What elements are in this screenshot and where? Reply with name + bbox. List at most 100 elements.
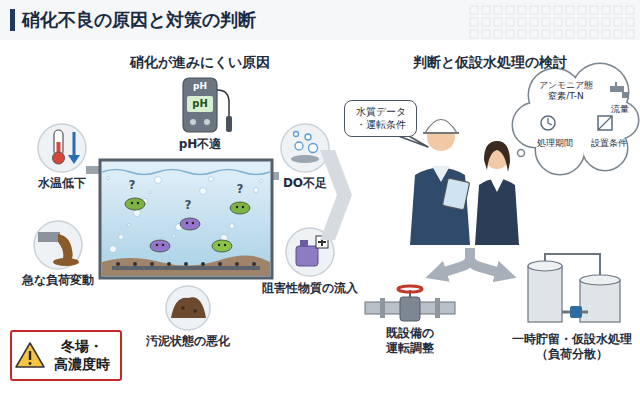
sludge-flow — [58, 234, 73, 262]
grid-decoration — [470, 6, 478, 14]
check-item: 処理期間 — [532, 138, 578, 149]
probe-cable — [217, 90, 229, 116]
bubble-icon — [305, 134, 311, 140]
cause-label: 水温低下 — [38, 176, 86, 191]
air-bubble — [110, 246, 117, 253]
chemical-jug — [296, 246, 318, 266]
grid-decoration — [614, 18, 622, 26]
speech-tail — [397, 136, 428, 148]
bacteria-eye — [131, 202, 133, 204]
grid-decoration — [578, 6, 586, 14]
warning-box: 冬場・ 高濃度時 — [10, 330, 122, 381]
bacteria-eye — [156, 244, 158, 246]
grid-decoration — [602, 18, 610, 26]
bacteria-eye — [224, 244, 226, 246]
grid-decoration — [530, 18, 538, 26]
sludge-dot — [193, 309, 197, 313]
dish-icon — [291, 155, 319, 163]
section-heading: 判断と仮設水処理の検討 — [413, 54, 567, 71]
chemical-jug-cap — [300, 240, 308, 247]
air-bubble — [119, 235, 124, 240]
connecting-pipe — [545, 254, 600, 275]
handwheel — [398, 286, 422, 292]
grid-decoration — [530, 6, 538, 14]
split-arrow — [470, 258, 504, 274]
grid-decoration — [602, 30, 610, 38]
grid-decoration — [614, 6, 622, 14]
bacteria-eye — [137, 202, 139, 204]
diffuser-nozzle — [184, 262, 188, 266]
aeration-tank — [100, 160, 272, 278]
grid-decoration — [530, 30, 538, 38]
clock-icon — [548, 118, 552, 125]
cause-label: 汚泥状態の悪化 — [146, 334, 230, 349]
ph-meter-button — [190, 119, 196, 125]
grid-decoration — [602, 6, 610, 14]
clock-icon — [541, 116, 555, 130]
bacteria-eye — [242, 206, 244, 208]
check-item: アンモニア態 窒素/T-N — [534, 80, 598, 103]
diffuser-nozzle — [133, 262, 137, 266]
bubble-icon — [294, 132, 299, 137]
diffuser-nozzle — [252, 262, 256, 266]
check-item: 設置条件 — [586, 138, 632, 149]
node-text: DO不足 — [283, 176, 327, 191]
section-heading: 硝化が進みにくい原因 — [130, 54, 270, 71]
screen-reading: pH — [192, 98, 208, 110]
device-label: pH — [193, 81, 207, 92]
air-bubble — [149, 191, 152, 194]
node-text: 一時貯留・仮設水処理 （負荷分散） — [509, 332, 635, 362]
check-item: 流量 — [606, 104, 634, 115]
question-mark: ? — [129, 178, 136, 192]
thought-bubble: アンモニア態 窒素/T-N 流量処理期間設置条件 — [522, 72, 636, 170]
outcome-label: 既設備の 運転調整 — [379, 326, 441, 356]
grid-decoration — [506, 6, 514, 14]
helmet-brim — [423, 132, 459, 134]
diffuser-nozzle — [150, 262, 154, 266]
grid-decoration — [482, 30, 490, 38]
site-icon — [598, 116, 612, 130]
grid-decoration — [470, 18, 478, 26]
colleague-hair — [484, 141, 510, 172]
grid-decoration — [590, 30, 598, 38]
grid-decoration — [590, 18, 598, 26]
sludge-dot — [181, 306, 185, 310]
split-arrow — [438, 248, 470, 274]
grid-decoration — [578, 30, 586, 38]
probe — [226, 116, 232, 132]
grid-decoration — [542, 6, 550, 14]
grid-decoration — [494, 18, 502, 26]
bacteria — [180, 218, 200, 230]
air-bubble — [200, 188, 207, 195]
bacteria-eye — [192, 222, 194, 224]
bacteria — [230, 202, 250, 214]
grid-decoration — [518, 30, 526, 38]
storage-tank — [528, 261, 562, 271]
pump — [570, 306, 582, 318]
colleague-body — [475, 179, 519, 246]
diffuser-nozzle — [201, 262, 205, 266]
grid-decoration — [494, 6, 502, 14]
node-text: 阻害性物質の流入 — [262, 281, 358, 296]
diffuser-nozzle — [235, 262, 239, 266]
helmet — [425, 120, 457, 134]
grid-decoration — [518, 6, 526, 14]
diffuser-nozzle — [218, 262, 222, 266]
cause-label: pH不適 — [179, 137, 222, 152]
grid-decoration — [506, 18, 514, 26]
node-text: pH不適 — [179, 137, 222, 152]
diffuser-nozzle — [167, 262, 171, 266]
down-arrow — [73, 132, 76, 156]
grid-decoration — [626, 18, 634, 26]
title-band — [0, 0, 640, 40]
bacteria-eye — [186, 222, 188, 224]
tablet — [442, 178, 469, 210]
pipe-icon — [38, 232, 60, 242]
grid-decoration — [566, 6, 574, 14]
air-bubble — [209, 177, 214, 182]
icon-circle — [166, 286, 210, 330]
bacteria-eye — [162, 244, 164, 246]
grid-decoration — [566, 30, 574, 38]
grid-decoration — [626, 6, 634, 14]
